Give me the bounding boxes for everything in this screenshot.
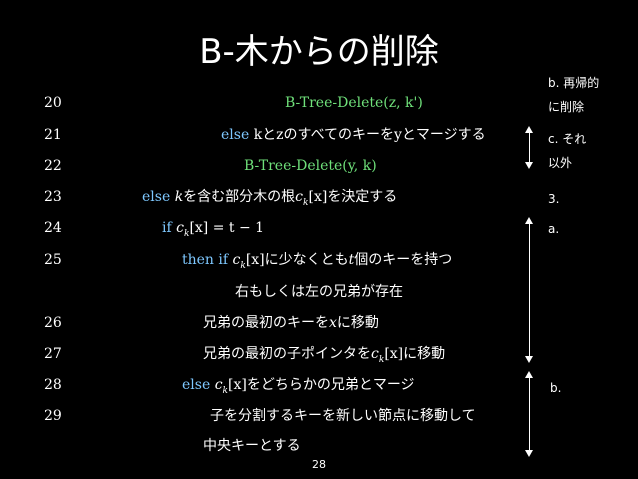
math-var: c — [371, 346, 379, 362]
math-text: [x] — [245, 252, 265, 268]
math-subscript: k — [303, 197, 309, 208]
code-text: をどちらかの兄弟とマージ — [246, 377, 415, 393]
side-label-a: a. — [548, 222, 560, 236]
range-line-c — [529, 132, 530, 162]
range-arrow-up-icon — [525, 371, 533, 378]
range-arrow-down-icon — [525, 450, 533, 457]
math-var: x — [329, 315, 337, 331]
math-var: c — [214, 377, 223, 393]
math-text: [x] — [228, 377, 247, 393]
range-arrow-down-icon — [525, 356, 533, 363]
code-text: に移動 — [336, 315, 379, 331]
code-line-25-cont: 右もしくは左の兄弟が存在 — [235, 284, 403, 300]
side-label-b-recursive: b. 再帰的 — [548, 76, 600, 90]
keyword-else: else — [142, 189, 171, 205]
code-line-28: else ck[x]をどちらかの兄弟とマージ — [182, 376, 415, 400]
line-number: 23 — [44, 189, 62, 205]
math-subscript: k — [378, 354, 385, 365]
side-label-b-delete: に削除 — [548, 100, 585, 114]
line-number: 21 — [44, 127, 62, 143]
code-text: 兄弟の最初のキーを — [203, 315, 329, 331]
keyword-else: else — [221, 127, 250, 143]
math-subscript: k — [240, 260, 246, 271]
line-number: 28 — [44, 377, 62, 393]
keyword-else: else — [182, 377, 211, 393]
math-var: c — [295, 189, 304, 205]
side-label-b: b. — [550, 381, 562, 395]
code-line-24: if ck[x] = t − 1 — [162, 219, 264, 243]
code-text: を含む部分木の根 — [183, 189, 296, 205]
code-line-29-cont: 中央キーとする — [203, 438, 301, 454]
code-line-27: 兄弟の最初の子ポインタをck[x]に移動 — [203, 345, 445, 369]
range-line-a — [529, 223, 530, 356]
math-var: t — [348, 252, 355, 268]
math-var: k — [174, 189, 184, 205]
code-line-25: then if ck[x]に少なくともt個のキーを持つ — [182, 251, 452, 275]
code-line-22: B-Tree-Delete(y, k) — [244, 158, 377, 174]
math-text: [x] = t − 1 — [189, 220, 265, 236]
code-text: を決定する — [327, 189, 398, 205]
range-arrow-up-icon — [525, 126, 533, 133]
range-arrow-up-icon — [525, 217, 533, 224]
math-subscript: k — [183, 228, 190, 239]
range-line-b — [529, 377, 530, 450]
math-subscript: k — [222, 385, 228, 396]
side-label-c-other: c. それ — [548, 132, 587, 146]
slide-title: B-木からの削除 — [199, 32, 439, 72]
code-text: 兄弟の最初の子ポインタを — [203, 346, 371, 362]
code-line-21: else kとzのすべてのキーをyとマージする — [221, 126, 486, 144]
side-label-3: 3. — [548, 192, 560, 206]
line-number: 24 — [44, 220, 62, 236]
line-number: 27 — [44, 346, 62, 362]
math-var: c — [176, 220, 184, 236]
side-label-c-other-2: 以外 — [548, 156, 573, 170]
line-number: 26 — [44, 315, 62, 331]
math-var: c — [232, 252, 241, 268]
line-number: 25 — [44, 252, 62, 268]
page-number: 28 — [312, 458, 326, 471]
code-text: に移動 — [403, 346, 446, 362]
range-arrow-down-icon — [525, 162, 533, 169]
math-text: [x] — [384, 346, 404, 362]
code-line-26: 兄弟の最初のキーをxに移動 — [203, 314, 379, 332]
code-text: kとzのすべてのキーをyとマージする — [253, 127, 486, 143]
code-line-23: else kを含む部分木の根ck[x]を決定する — [142, 188, 397, 212]
keyword-if: if — [162, 220, 172, 236]
line-number: 29 — [44, 408, 62, 424]
code-text: に少なくとも — [264, 252, 349, 268]
code-line-29: 子を分割するキーを新しい節点に移動して — [210, 408, 476, 424]
code-line-20: B-Tree-Delete(z, k') — [285, 95, 423, 111]
keyword-then-if: then if — [182, 252, 229, 268]
line-number: 22 — [44, 158, 62, 174]
math-text: [x] — [308, 189, 328, 205]
line-number: 20 — [44, 95, 62, 111]
code-text: 個のキーを持つ — [354, 252, 453, 268]
